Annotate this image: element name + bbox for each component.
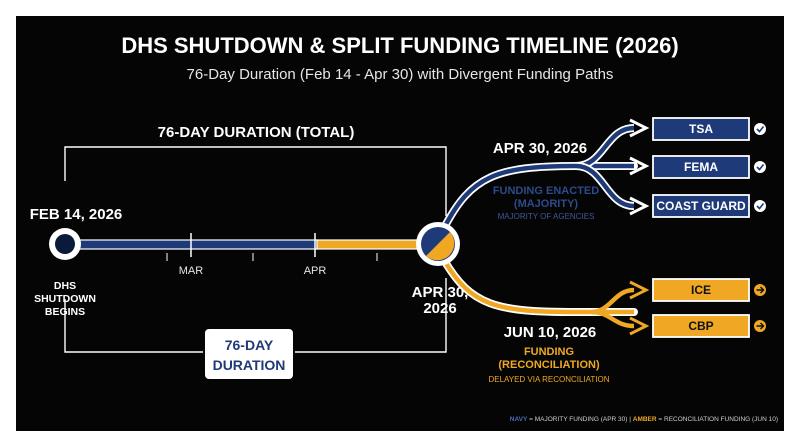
lower-path-date: JUN 10, 2026 — [504, 324, 597, 341]
tick-label-mar: MAR — [179, 265, 204, 277]
arrow-right-icon — [754, 320, 766, 332]
lower-path-note: DELAYED VIA RECONCILIATION — [488, 375, 609, 384]
legend: NAVY = MAJORITY FUNDING (APR 30) | AMBER… — [510, 416, 778, 423]
agency-box-tsa — [652, 117, 750, 141]
start-caption-line-1: DHS — [54, 280, 76, 292]
arrowhead-cbp — [629, 316, 650, 336]
end-date-line-2: 2026 — [423, 300, 456, 317]
agency-box-cbp — [652, 314, 750, 338]
start-node-center — [55, 234, 75, 254]
agency-label-ice: ICE — [691, 283, 711, 297]
branch-to-cbp — [590, 309, 635, 329]
upper-path-label-line-1: FUNDING ENACTED — [493, 185, 599, 197]
arrowhead-tsa — [629, 118, 650, 138]
top-duration-bracket — [64, 146, 447, 216]
start-caption-line-2: SHUTDOWN — [34, 293, 96, 305]
legend-amber-key: AMBER — [633, 416, 657, 423]
upper-path-date: APR 30, 2026 — [493, 140, 587, 157]
check-icon — [754, 200, 766, 212]
arrow-right-icon — [754, 284, 766, 296]
timeline-bar-amber — [316, 239, 421, 250]
end-date-line-1: APR 30, — [412, 284, 469, 301]
arrowhead-coast-guard — [629, 196, 650, 216]
duration-box-line-1: 76-DAY — [225, 337, 274, 353]
agency-box-coast-guard — [652, 194, 750, 218]
lower-branch-line — [442, 258, 634, 315]
agency-box-fema — [652, 155, 750, 179]
split-node-amber-half — [426, 232, 455, 261]
start-caption-line-3: BEGINS — [45, 306, 85, 318]
start-date: FEB 14, 2026 — [30, 206, 123, 223]
agency-label-cbp: CBP — [688, 319, 713, 333]
legend-amber-text: = RECONCILIATION FUNDING (JUN 10) — [657, 416, 778, 423]
top-bracket-label: 76-DAY DURATION (TOTAL) — [158, 124, 355, 141]
tick-label-apr: APR — [304, 265, 327, 277]
agency-label-coast-guard: COAST GUARD — [656, 199, 746, 213]
bottom-bracket-right — [295, 278, 447, 353]
timeline-infographic: DHS SHUTDOWN & SPLIT FUNDING TIMELINE (2… — [16, 16, 784, 431]
lower-path-label-line-2: (RECONCILIATION) — [498, 359, 600, 371]
arrowhead-ice — [629, 280, 650, 300]
branch-to-coast-guard — [575, 163, 635, 209]
lower-path-label-line-1: FUNDING — [524, 346, 574, 358]
timeline-diagram: DHS SHUTDOWN & SPLIT FUNDING TIMELINE (2… — [30, 33, 778, 423]
upper-path-label-line-2: (MAJORITY) — [514, 198, 579, 210]
legend-navy-text: = MAJORITY FUNDING (APR 30) | — [527, 416, 632, 423]
agency-label-tsa: TSA — [689, 122, 713, 136]
agency-box-ice — [652, 278, 750, 302]
page-subtitle: 76-Day Duration (Feb 14 - Apr 30) with D… — [187, 66, 614, 83]
agency-label-fema: FEMA — [684, 160, 718, 174]
legend-navy-key: NAVY — [510, 416, 528, 423]
arrowhead-fema — [629, 156, 650, 176]
bottom-bracket-left — [64, 299, 203, 353]
upper-path-note: MAJORITY OF AGENCIES — [498, 212, 595, 221]
page-title: DHS SHUTDOWN & SPLIT FUNDING TIMELINE (2… — [121, 33, 678, 58]
lower-branch-outline — [440, 256, 638, 316]
upper-branch-line — [442, 163, 634, 230]
check-icon — [754, 161, 766, 173]
duration-box-line-2: DURATION — [213, 357, 286, 373]
duration-box — [205, 329, 293, 379]
check-icon — [754, 123, 766, 135]
